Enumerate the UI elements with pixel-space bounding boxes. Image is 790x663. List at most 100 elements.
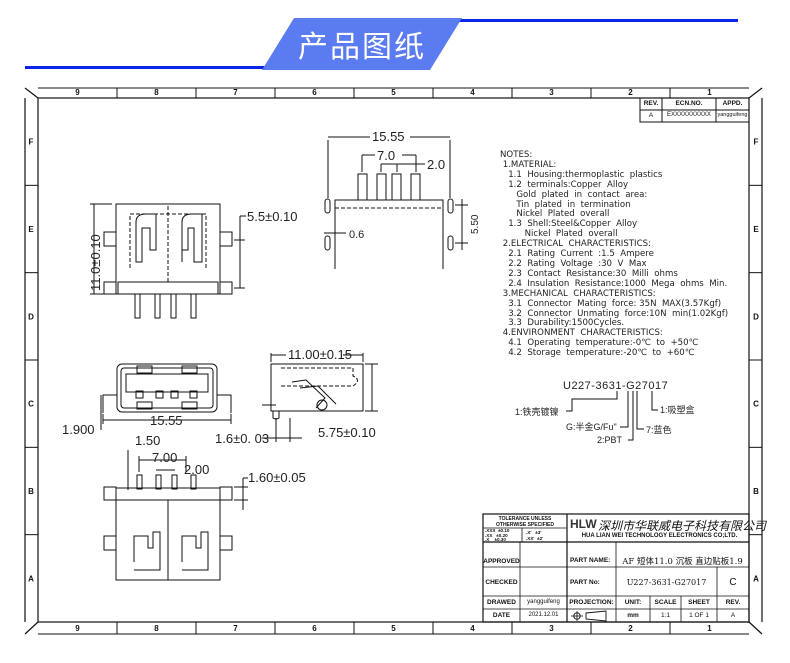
- approved-label: APPROVED: [483, 558, 520, 565]
- zone-column-label: 7: [233, 88, 238, 97]
- zone-row-label: F: [754, 138, 759, 147]
- drawed-value: yangguifeng: [527, 599, 560, 605]
- rev-value-rev: A: [648, 112, 654, 119]
- rev-header-appd: APPD.: [722, 100, 743, 107]
- frame-corner: [748, 87, 763, 99]
- zone-column-label: 2: [628, 624, 633, 633]
- zone-column-label: 5: [391, 88, 396, 97]
- scale-value: 1:1: [660, 612, 671, 619]
- dim-side-lead: 1.6±0. 03: [215, 431, 269, 446]
- note-line: 1.MATERIAL:: [500, 159, 557, 170]
- dim-bottom-lead-offset: 1.50: [135, 433, 160, 448]
- part-no-label: PART No:: [570, 579, 600, 586]
- zone-column-label: 6: [312, 624, 317, 633]
- end-view: [100, 363, 232, 430]
- part-name-label: PART NAME:: [570, 557, 611, 564]
- zone-column-label: 1: [707, 624, 712, 633]
- projection-label: PROJECTION:: [569, 599, 614, 606]
- note-line: 1.3 Shell:Steel&Copper Alloy: [500, 219, 638, 230]
- unit-label: UNIT:: [624, 599, 642, 606]
- dim-top-tab-width: 0.6: [349, 229, 364, 241]
- note-line: Gold plated in contact area:: [500, 189, 648, 200]
- company-name-cn: 深圳市华联威电子科技有限公司: [598, 519, 767, 533]
- rev-value-appd: yangguifeng: [717, 112, 748, 118]
- zone-row-label: D: [753, 312, 759, 321]
- note-line: 2.ELECTRICAL CHARACTERISTICS:: [500, 239, 651, 250]
- part-code-legend-3: 2:PBT: [597, 435, 623, 445]
- zone-row-label: F: [29, 138, 34, 147]
- title-block: [482, 513, 750, 623]
- zone-column-label: 5: [391, 624, 396, 633]
- zone-row-label: A: [753, 574, 759, 583]
- part-code-leaders: [566, 391, 658, 441]
- zone-row-label: C: [753, 400, 759, 409]
- note-line: Nickel Plated overall: [500, 209, 610, 220]
- zone-column-label: 4: [470, 88, 475, 97]
- note-line: 4.2 Storage temperature:-20℃ to +60℃: [500, 348, 695, 359]
- top-view: [324, 136, 468, 269]
- note-line: 2.1 Rating Current :1.5 Ampere: [500, 249, 654, 260]
- dim-side-height: 5.75±0.10: [318, 425, 376, 440]
- frame-corner: [24, 87, 39, 99]
- zone-row-label: B: [28, 487, 34, 496]
- note-line: Nickel Plated overall: [500, 229, 618, 240]
- zone-row-label: D: [28, 312, 34, 321]
- note-line: 3.1 Connector Mating force: 35N MAX(3.57…: [500, 298, 722, 309]
- dim-end-height: 1.900: [62, 422, 95, 437]
- scale-label: SCALE: [654, 599, 677, 606]
- dim-side-length: 11.00±0.15: [288, 347, 352, 362]
- part-code-legend-1: 1:铁壳镀镍: [515, 406, 559, 417]
- sheet-label: SHEET: [688, 599, 710, 606]
- tolerance-angular: .X' ±3' .XX' ±2': [526, 530, 544, 541]
- zone-column-label: 8: [154, 624, 159, 633]
- tolerance-title-2: OTHERWISE SPECIFIED: [496, 522, 554, 528]
- part-code: U227-3631-G27017: [563, 380, 668, 392]
- rev-value-ecn: EXXXXXXXXXX: [666, 112, 712, 118]
- part-name-value: AF 短体11.0 沉板 直边贴板1.9: [622, 557, 743, 567]
- banner-line-right: [330, 19, 738, 22]
- zone-row-label: E: [753, 225, 759, 234]
- side-view: [262, 353, 378, 442]
- frame-corner: [24, 621, 39, 635]
- zone-column-label: 3: [549, 624, 554, 633]
- company-name-en: HUA LIAN WEI TECHNOLOGY ELECTRONICS CO;L…: [581, 533, 738, 539]
- rev-header-rev: REV.: [643, 100, 659, 107]
- note-line: NOTES:: [500, 150, 533, 160]
- note-line: 3.2 Connector Unmating force:10N min(1.0…: [500, 308, 729, 319]
- date-label: DATE: [492, 612, 511, 619]
- zone-column-label: 8: [154, 88, 159, 97]
- unit-value: mm: [627, 612, 639, 619]
- banner-tab: [262, 18, 462, 70]
- dim-bottom-tab-width: 1.60±0.05: [248, 470, 306, 485]
- notes-block: NOTES: 1.MATERIAL: 1.1 Housing:thermopla…: [500, 150, 729, 359]
- note-line: 3.MECHANICAL CHARACTERISTICS:: [500, 288, 656, 299]
- note-line: 2.2 Rating Voltage :30 V Max: [500, 258, 647, 269]
- banner-line-left: [25, 66, 265, 69]
- zone-column-label: 6: [312, 88, 317, 97]
- note-line: 3.3 Durability:1500Cycles.: [500, 318, 625, 329]
- zone-column-label: 4: [470, 624, 475, 633]
- zone-column-label: 3: [549, 88, 554, 97]
- dim-top-pin-pitch: 2.0: [427, 157, 445, 172]
- revision-table: [639, 97, 750, 123]
- page-title: 产品图纸: [298, 30, 426, 65]
- bottom-view: [103, 450, 248, 581]
- rev-header-ecn: ECN.NO.: [675, 100, 703, 107]
- rev-value: A: [730, 612, 736, 619]
- tolerance-title-1: TOLERANCE UNLESS: [498, 516, 552, 522]
- checked-label: CHECKED: [485, 579, 518, 586]
- zone-row-label: A: [28, 574, 34, 583]
- tolerance-linear: .XXX ±0.10 .XX ±0.20 .X ±0.30: [485, 528, 510, 543]
- zone-row-label: B: [753, 487, 759, 496]
- company-logo: HLW: [570, 517, 597, 531]
- date-value: 2021.12.01: [528, 612, 559, 618]
- note-line: Tin plated in termination: [500, 199, 631, 210]
- zone-column-label: 1: [707, 88, 712, 97]
- part-code-legend-5: 1:吸塑盒: [660, 404, 695, 415]
- part-code-legend-2: G:半金G/Fu": [566, 421, 617, 432]
- part-no-value: U227-3631-G27017: [626, 578, 707, 587]
- dim-bottom-pin-pitch: 2.00: [184, 462, 209, 477]
- dim-top-tab-spacing: 5.50: [470, 214, 481, 234]
- top-view-dims: 15.55 7.0 2.0 0.6 5.50: [349, 129, 481, 241]
- drawed-label: DRAWED: [487, 599, 516, 606]
